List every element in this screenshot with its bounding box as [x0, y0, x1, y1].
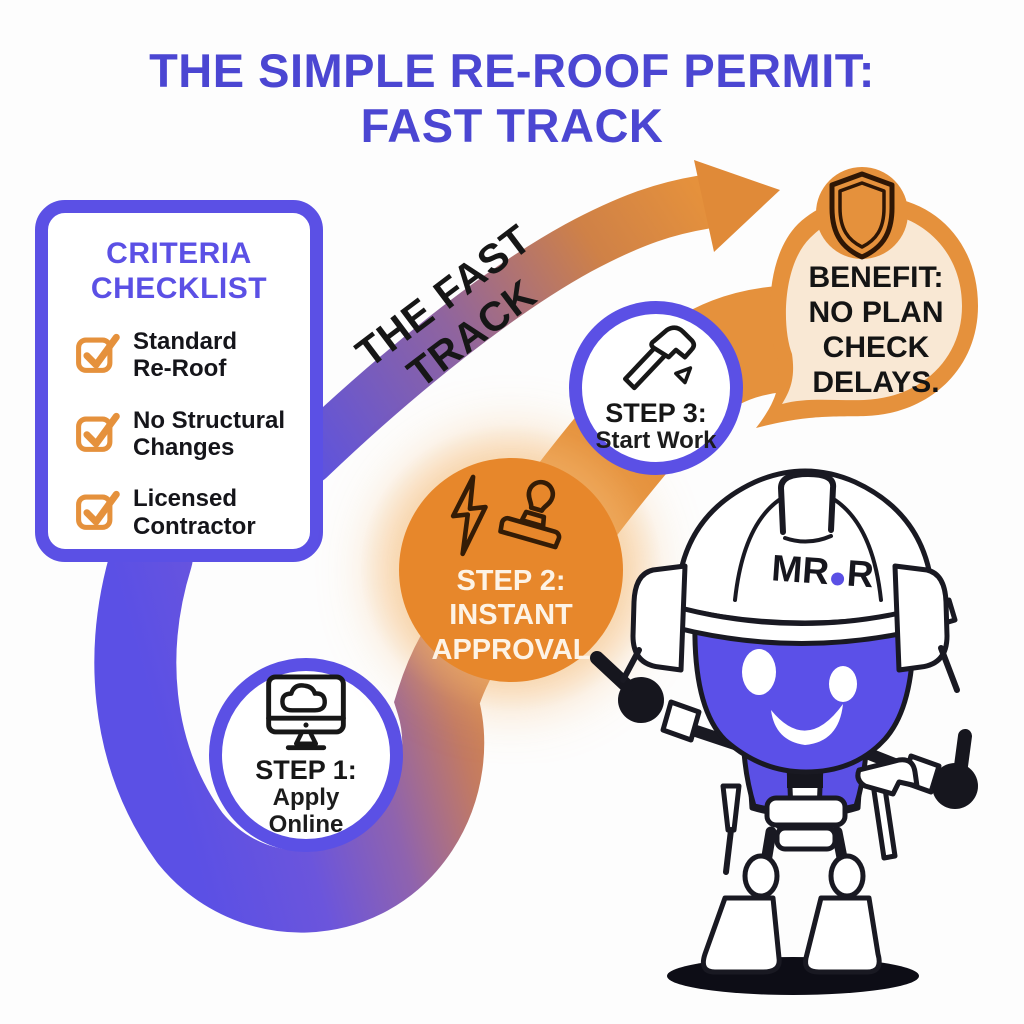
- checklist-title-line2: CHECKLIST: [90, 271, 268, 305]
- mascot-hat-label: MR R: [770, 547, 875, 595]
- step1-subtitle: Apply Online: [268, 784, 344, 839]
- criteria-checklist-card: CRITERIA CHECKLIST Standard Re-Roof: [35, 200, 323, 562]
- checklist-item: Standard Re-Roof: [74, 328, 292, 383]
- page-title-line1: THE SIMPLE RE-ROOF PERMIT:: [149, 44, 875, 97]
- step2-title: STEP 2:: [456, 565, 566, 598]
- mascot-right-boot: [803, 895, 882, 975]
- step1-circle: STEP 1: Apply Online: [209, 658, 403, 852]
- mr-r-robot-mascot: MR R: [590, 468, 978, 995]
- benefit-badge: [756, 167, 978, 428]
- checklist-item: No Structural Changes: [74, 407, 292, 462]
- step1-title: STEP 1:: [255, 754, 357, 785]
- step2-subtitle: INSTANT APPROVAL: [431, 599, 591, 666]
- benefit-badge-fill: [782, 212, 962, 404]
- checklist-title-line1: CRITERIA: [106, 237, 252, 270]
- checked-checkbox-icon: [76, 491, 120, 531]
- mascot-thumbs-up-hand: [932, 763, 978, 809]
- checked-checkbox-icon: [76, 412, 120, 452]
- svg-text:MR: MR: [770, 547, 830, 592]
- mascot-left-boot: [700, 895, 782, 975]
- page-title-line2: FAST TRACK: [360, 98, 664, 152]
- hammer-icon: [622, 325, 697, 390]
- checklist-item-label: Standard Re-Roof: [133, 328, 238, 383]
- benefit-callout-text: BENEFIT: NO PLAN CHECK DELAYS.: [808, 261, 944, 400]
- step3-title: STEP 3:: [605, 397, 707, 428]
- checklist-item-label: No Structural Changes: [133, 406, 286, 462]
- svg-text:R: R: [846, 553, 876, 596]
- lightning-stamp-icon: [450, 474, 562, 557]
- desktop-cloud-icon: [266, 674, 346, 751]
- shield-icon: [829, 171, 895, 260]
- mascot-eye: [742, 649, 776, 695]
- checklist-item-label: Licensed Contractor: [133, 485, 256, 540]
- mascot-smile: [771, 704, 843, 745]
- mascot-ear-muff: [892, 563, 950, 673]
- checklist-item: Licensed Contractor: [74, 485, 292, 540]
- mascot-hat-brim: [652, 597, 958, 646]
- mascot-screwdriver: [720, 783, 742, 833]
- page-title: THE SIMPLE RE-ROOF PERMIT: FAST TRACK: [0, 44, 1024, 153]
- arrowhead-icon: [694, 160, 780, 252]
- mascot-eye: [829, 666, 857, 702]
- checklist-items: Standard Re-Roof No Structural Changes: [48, 328, 310, 540]
- mascot-ear-muff: [630, 563, 688, 673]
- checklist-title: CRITERIA CHECKLIST: [48, 237, 310, 306]
- checked-checkbox-icon: [76, 333, 120, 373]
